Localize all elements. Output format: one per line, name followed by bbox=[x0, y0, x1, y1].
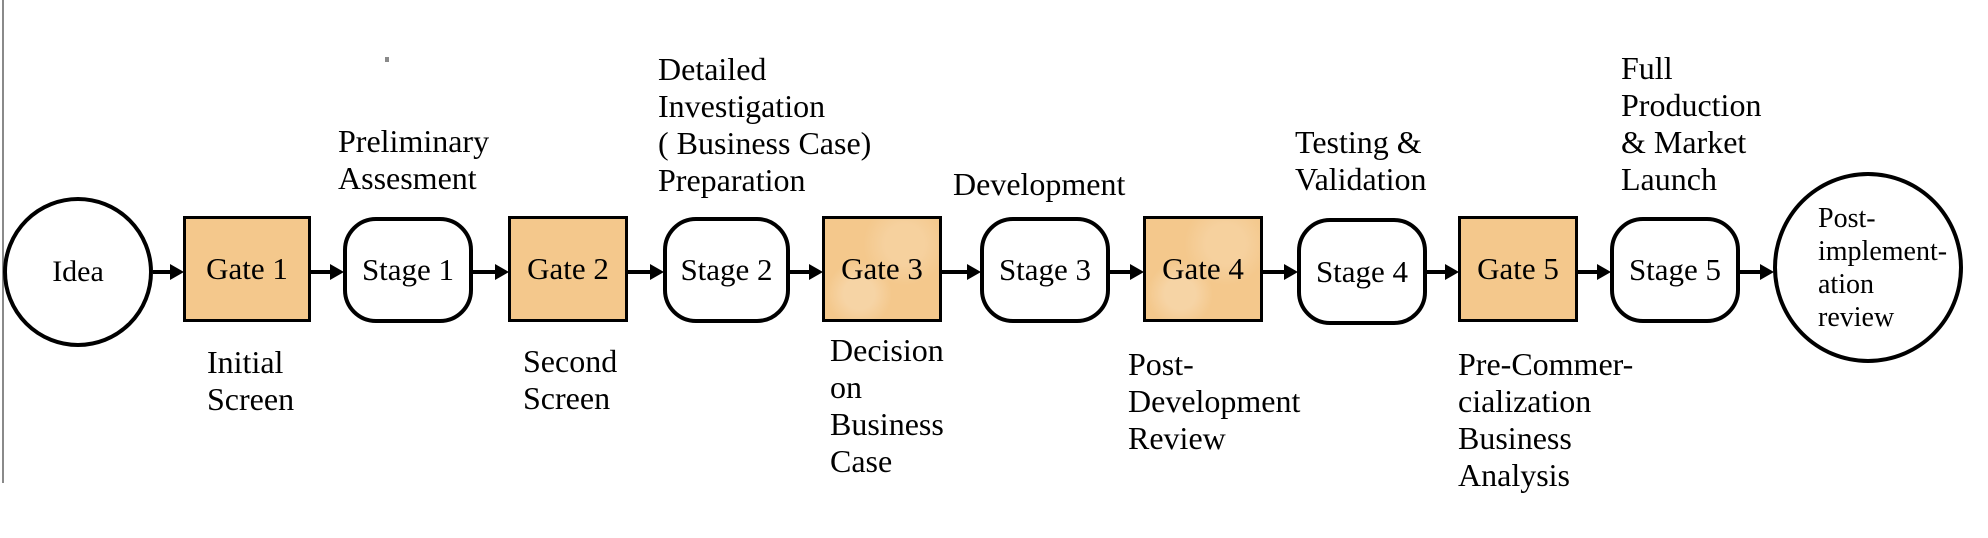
annotation-detailed-investigation: Detailed Investigation ( Business Case) … bbox=[658, 51, 872, 198]
arrow-shaft bbox=[311, 270, 331, 274]
arrow-head-icon bbox=[809, 264, 823, 280]
arrow-shaft bbox=[153, 270, 171, 274]
flow-arrow-stage-2-to-gate-3 bbox=[790, 264, 823, 280]
arrow-shaft bbox=[1578, 270, 1598, 274]
annotation-testing-validation: Testing & Validation bbox=[1295, 124, 1427, 197]
arrow-shaft bbox=[473, 270, 496, 274]
stage-5: Stage 5 bbox=[1610, 217, 1740, 323]
annotation-initial-screen: Initial Screen bbox=[207, 344, 295, 417]
gate-4: Gate 4 bbox=[1143, 216, 1263, 322]
stage-4: Stage 4 bbox=[1297, 218, 1427, 325]
page-edge-line bbox=[2, 0, 4, 483]
flow-arrow-stage-3-to-gate-4 bbox=[1110, 264, 1144, 280]
arrow-head-icon bbox=[1130, 264, 1144, 280]
annotation-preliminary-assesment: Preliminary Assesment bbox=[338, 123, 490, 196]
stage-2-label: Stage 2 bbox=[680, 252, 773, 287]
flow-arrow-gate-3-to-stage-3 bbox=[942, 264, 981, 280]
gate-5-label: Gate 5 bbox=[1477, 251, 1559, 286]
stage-2: Stage 2 bbox=[663, 217, 790, 323]
gate-4-label: Gate 4 bbox=[1162, 251, 1244, 286]
arrow-head-icon bbox=[495, 264, 509, 280]
stray-mark bbox=[385, 57, 389, 62]
arrow-head-icon bbox=[170, 264, 184, 280]
stage-4-label: Stage 4 bbox=[1315, 253, 1409, 289]
flow-arrow-stage-1-to-gate-2 bbox=[473, 264, 509, 280]
idea-circle: Idea bbox=[3, 197, 153, 347]
stage-3: Stage 3 bbox=[980, 217, 1110, 323]
stage-1-label: Stage 1 bbox=[361, 252, 455, 287]
arrow-head-icon bbox=[1445, 264, 1459, 280]
gate-2-label: Gate 2 bbox=[527, 251, 609, 286]
gate-2: Gate 2 bbox=[508, 216, 628, 322]
idea-label: Idea bbox=[52, 255, 104, 288]
arrow-shaft bbox=[942, 270, 968, 274]
flow-arrow-gate-4-to-stage-4 bbox=[1263, 264, 1298, 280]
gate-1-label: Gate 1 bbox=[206, 251, 288, 286]
arrow-head-icon bbox=[1284, 264, 1298, 280]
arrow-head-icon bbox=[1760, 264, 1774, 280]
arrow-shaft bbox=[1110, 270, 1131, 274]
stage-5-label: Stage 5 bbox=[1628, 252, 1722, 287]
gate-1: Gate 1 bbox=[183, 216, 311, 322]
annotation-full-production-market-launch: Full Production & Market Launch bbox=[1621, 50, 1762, 197]
annotation-second-screen: Second Screen bbox=[523, 343, 618, 416]
stage-1: Stage 1 bbox=[343, 217, 473, 323]
flow-arrow-stage-4-to-gate-5 bbox=[1427, 264, 1459, 280]
gate-3: Gate 3 bbox=[822, 216, 942, 322]
post-implementation-review-circle bbox=[1773, 172, 1963, 363]
post-implementation-review-label: Post- implement- ation review bbox=[1818, 203, 1948, 333]
flow-arrow-gate-1-to-stage-1 bbox=[311, 264, 344, 280]
arrow-head-icon bbox=[330, 264, 344, 280]
annotation-development: Development bbox=[953, 166, 1126, 202]
arrow-shaft bbox=[628, 270, 651, 274]
gate-5: Gate 5 bbox=[1458, 216, 1578, 322]
annotation-decision-on-business-case: Decision on Business Case bbox=[830, 332, 944, 479]
arrow-shaft bbox=[1263, 270, 1285, 274]
flow-arrow-gate-2-to-stage-2 bbox=[628, 264, 664, 280]
gate-3-label: Gate 3 bbox=[841, 251, 923, 286]
arrow-head-icon bbox=[967, 264, 981, 280]
arrow-shaft bbox=[1740, 270, 1761, 274]
flow-arrow-gate-5-to-stage-5 bbox=[1578, 264, 1611, 280]
arrow-shaft bbox=[1427, 270, 1446, 274]
arrow-shaft bbox=[790, 270, 810, 274]
arrow-head-icon bbox=[1597, 264, 1611, 280]
annotation-post-development-review: Post- Development Review bbox=[1128, 346, 1301, 456]
arrow-head-icon bbox=[650, 264, 664, 280]
stage-3-label: Stage 3 bbox=[998, 252, 1092, 287]
annotation-pre-commercialization-business-analysis: Pre-Commer- cialization Business Analysi… bbox=[1458, 346, 1634, 493]
flow-arrow-stage-5-to-review bbox=[1740, 264, 1774, 280]
flow-arrow-idea-to-gate-1 bbox=[153, 264, 184, 280]
